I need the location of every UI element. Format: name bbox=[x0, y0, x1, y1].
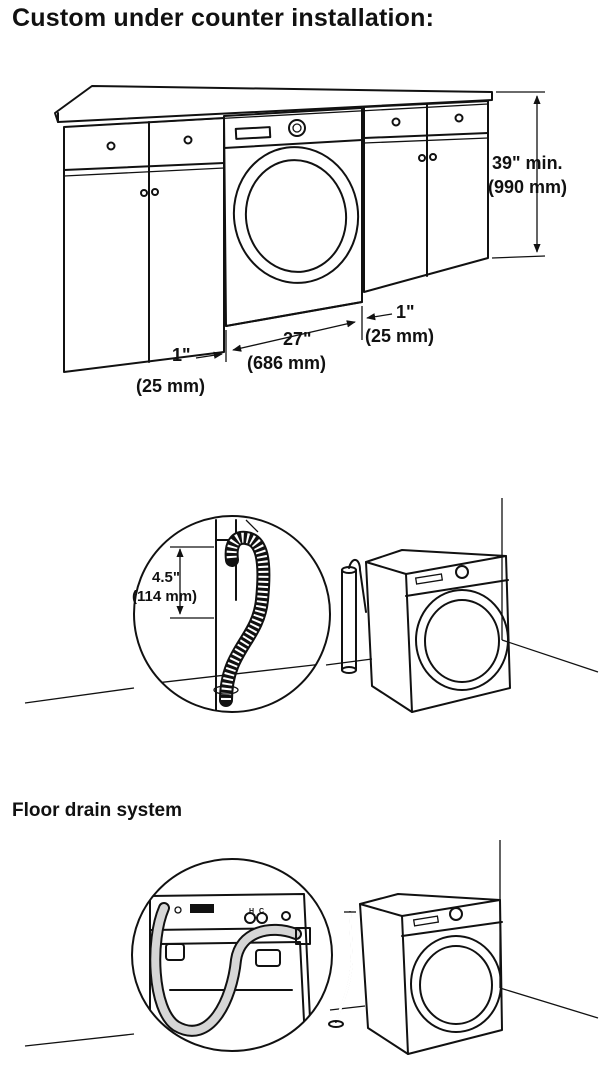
left-cabinet bbox=[63, 117, 225, 373]
washer-under-counter bbox=[223, 107, 363, 327]
right-cabinet bbox=[363, 100, 489, 293]
height-label-mm: (990 mm) bbox=[488, 177, 567, 197]
section-title-floor-drain: Floor drain system bbox=[12, 800, 182, 821]
under-counter-illustration bbox=[54, 85, 546, 373]
standpipe-height-label-mm: (114 mm) bbox=[132, 588, 197, 605]
standpipe-zoom-circle bbox=[133, 515, 331, 713]
hot-inlet-label: H bbox=[249, 908, 254, 915]
floor-drain bbox=[328, 911, 356, 1028]
floor-drain-zoom-circle bbox=[131, 858, 333, 1052]
standpipe bbox=[341, 559, 367, 674]
right-gap-label-mm: (25 mm) bbox=[365, 326, 434, 346]
width-label-inches: 27" bbox=[283, 329, 312, 349]
floor-line bbox=[24, 1033, 135, 1047]
cold-inlet-label: C bbox=[259, 908, 264, 915]
washer-floor-drain-view bbox=[359, 893, 503, 1055]
width-label-mm: (686 mm) bbox=[247, 353, 326, 373]
washer-standpipe-view bbox=[365, 549, 511, 713]
left-gap-label-mm: (25 mm) bbox=[136, 376, 205, 396]
page-title: Custom under counter installation: bbox=[12, 4, 435, 32]
standpipe-height-label-inches: 4.5" bbox=[152, 569, 180, 586]
standpipe-illustration bbox=[24, 498, 599, 713]
floor-line bbox=[24, 687, 135, 704]
height-label-inches: 39" min. bbox=[492, 153, 563, 173]
left-gap-label-inches: 1" bbox=[172, 345, 191, 365]
height-dimension-line bbox=[491, 91, 546, 259]
floor-drain-illustration bbox=[24, 840, 599, 1055]
right-gap-label-inches: 1" bbox=[396, 302, 415, 322]
width-dimension-lines bbox=[195, 306, 393, 362]
